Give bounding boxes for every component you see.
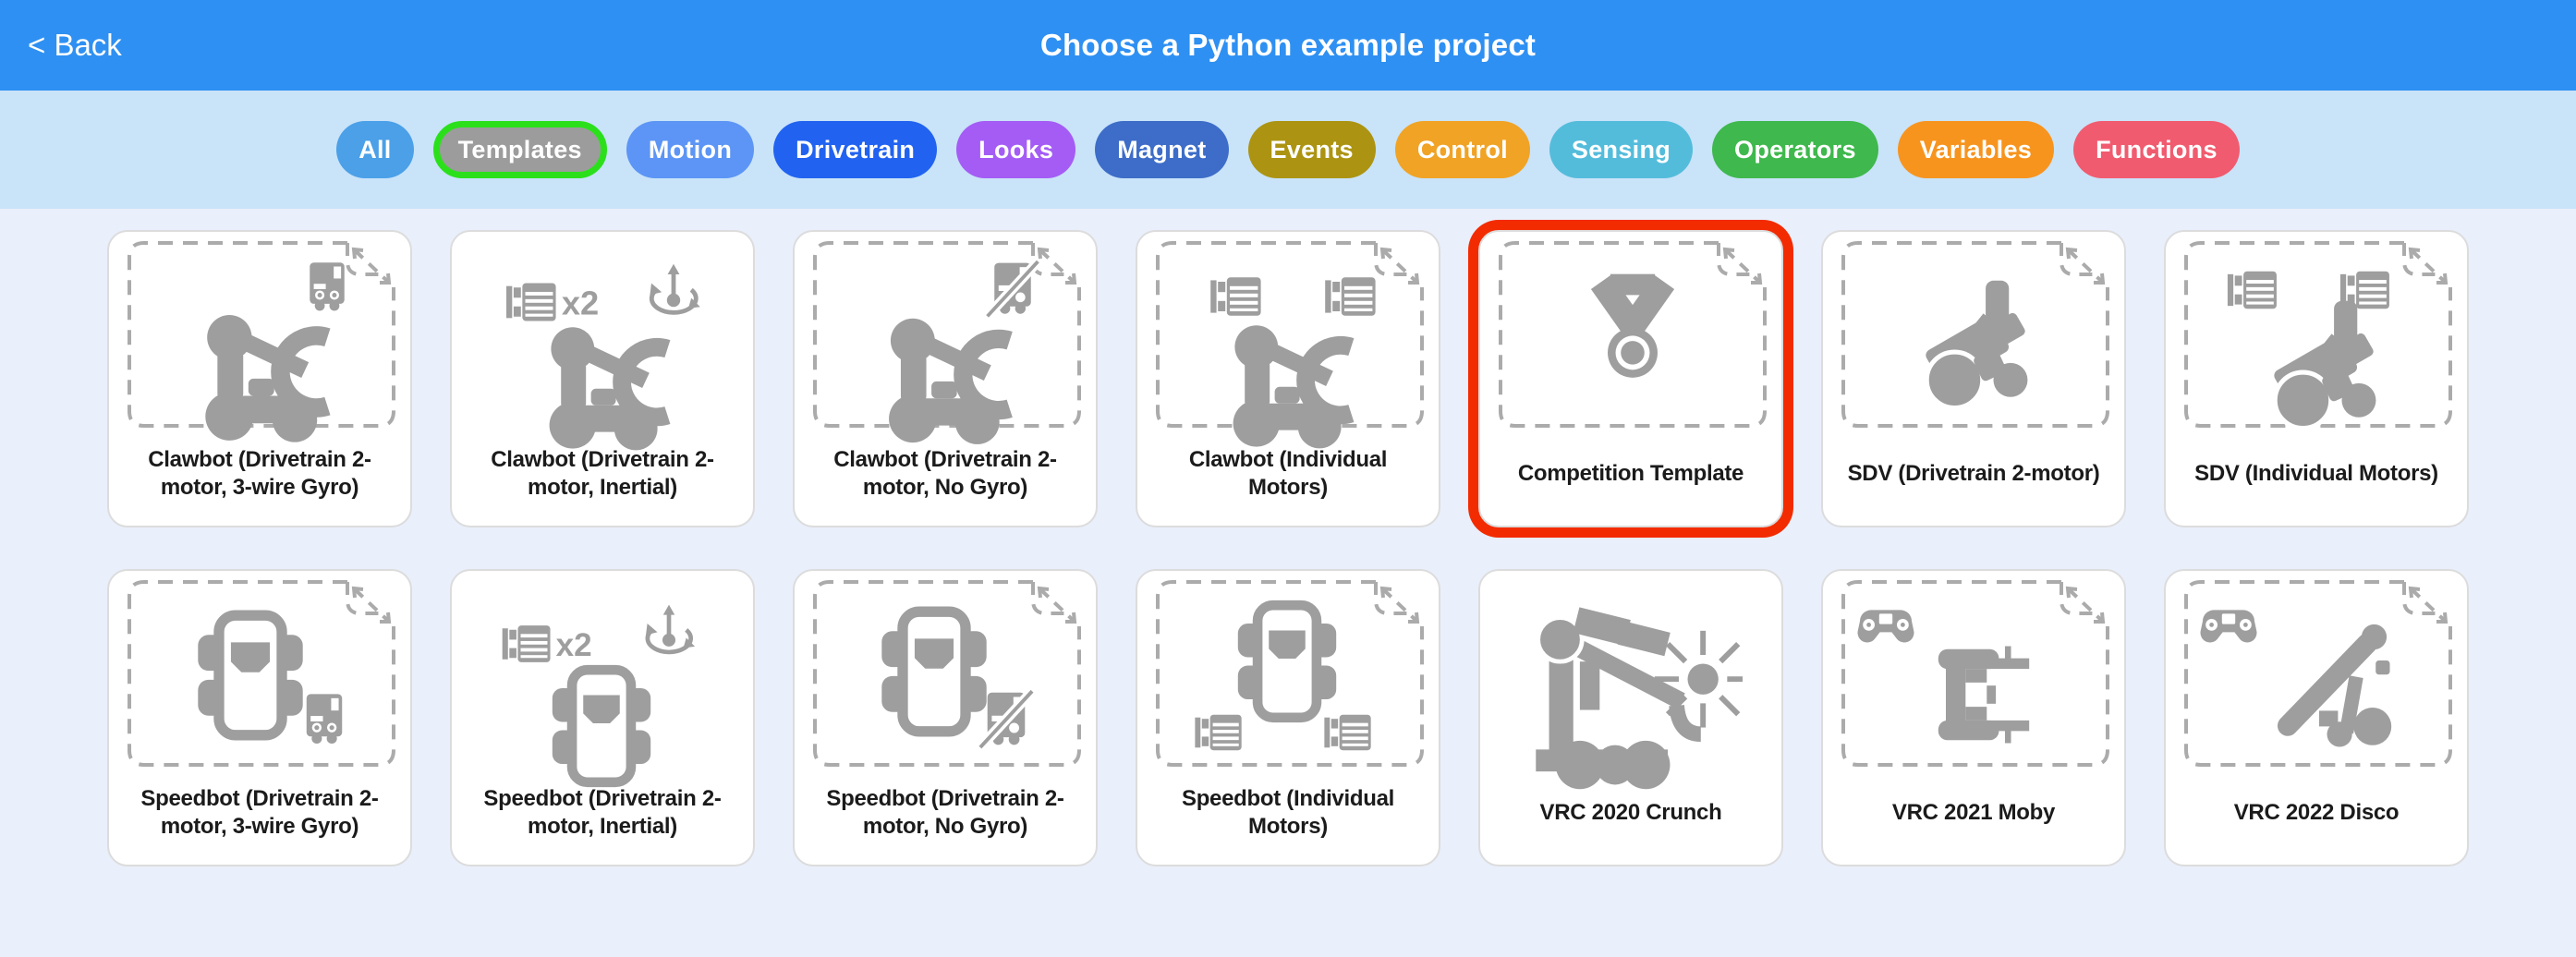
gyro-3wire-icon [290,687,358,756]
template-file-outline [2184,580,2452,771]
project-card-label: VRC 2021 Moby [1891,799,2056,825]
filter-pill-sensing[interactable]: Sensing [1549,121,1694,178]
gamepad-icon [1849,589,1923,663]
project-card-vrc-2022-disco[interactable]: VRC 2022 Disco [2164,569,2469,866]
project-card-sdv-individual-motors[interactable]: SDV (Individual Motors) [2164,230,2469,527]
motor-icon [2330,254,2402,326]
project-card-label: Clawbot (Drivetrain 2-motor, Inertial) [491,446,714,500]
speedbot-icon [176,600,325,750]
vrc-disco-robot-icon [2256,613,2413,770]
project-card-label: VRC 2020 Crunch [1539,799,1722,825]
filter-bar: All Templates Motion Drivetrain Looks Magnet E… [0,91,2576,209]
clawbot-icon [529,304,696,470]
project-card-label: Clawbot (Drivetrain 2-motor, No Gyro) [833,446,1057,500]
no-gyro-icon [970,685,1042,757]
project-card-label: Clawbot (Drivetrain 2-motor, 3-wire Gyro… [148,446,371,500]
project-card-label: Speedbot (Drivetrain 2-motor, Inertial) [483,785,722,839]
filter-pill-templates[interactable]: Templates [432,121,607,178]
project-card-speedbot-individual-motors[interactable]: Speedbot (Individual Motors) [1136,569,1440,866]
motor-icon [1315,698,1383,767]
sdv-robot-icon [2247,285,2402,441]
project-card-label: SDV (Individual Motors) [2194,460,2438,486]
page-title: Choose a Python example project [1039,28,1537,62]
inertial-sensor-icon [633,600,705,672]
project-card-label: Clawbot (Individual Motors) [1188,446,1388,500]
project-card-label: Speedbot (Drivetrain 2-motor, 3-wire Gyr… [140,785,379,839]
vrc-crunch-robot-icon [1523,591,1743,811]
filter-pill-drivetrain[interactable]: Drivetrain [773,121,938,178]
no-gyro-icon [978,256,1048,326]
template-file-outline [1499,241,1767,432]
template-file-outline [1156,241,1424,432]
project-card-label: VRC 2022 Disco [2233,799,2400,825]
filter-pill-magnet[interactable]: Magnet [1095,121,1229,178]
project-card-clawbot-individual-motors[interactable]: Clawbot (Individual Motors) [1136,230,1440,527]
motor-icon [1315,260,1389,333]
back-button[interactable]: < Back [28,28,122,62]
medal-icon [1567,269,1698,400]
filter-pill-variables[interactable]: Variables [1897,121,2055,178]
project-card-vrc-2021-moby[interactable]: VRC 2021 Moby [1821,569,2126,866]
project-card-label: SDV (Drivetrain 2-motor) [1847,460,2100,486]
svg-text:x2: x2 [562,284,599,321]
motor-icon [1200,260,1274,333]
project-card-sdv-drivetrain-2-motor[interactable]: SDV (Drivetrain 2-motor) [1821,230,2126,527]
project-card-label: Speedbot (Individual Motors) [1181,785,1394,839]
filter-pill-control[interactable]: Control [1394,121,1530,178]
motor-icon [1185,698,1254,767]
svg-text:x2: x2 [556,627,592,663]
project-card-speedbot-drivetrain-2-motor-3-wire-gyro[interactable]: Speedbot (Drivetrain 2-motor, 3-wire Gyr… [107,569,412,866]
clawbot-icon [185,291,357,463]
filter-pill-functions[interactable]: Functions [2073,121,2240,178]
vrc-moby-robot-icon [1908,619,2060,770]
speedbot-icon [1217,591,1357,732]
template-file-outline [2184,241,2452,432]
gamepad-icon [2192,589,2266,663]
inertial-sensor-icon [637,260,711,333]
filter-pill-all[interactable]: All [336,121,414,178]
template-file-outline [813,241,1081,432]
project-grid: Clawbot (Drivetrain 2-motor, 3-wire Gyro… [0,209,2576,866]
filter-pill-events[interactable]: Events [1247,121,1376,178]
template-file-outline [1841,241,2109,432]
speedbot-icon [859,597,1009,746]
template-file-outline [1156,580,1424,771]
filter-pill-motion[interactable]: Motion [626,121,755,178]
template-file-outline [128,580,395,771]
project-card-clawbot-drivetrain-2-motor-no-gyro[interactable]: Clawbot (Drivetrain 2-motor, No Gyro) [793,230,1098,527]
template-file-outline [128,241,395,432]
project-card-label: Speedbot (Drivetrain 2-motor, No Gyro) [826,785,1064,839]
project-card-speedbot-drivetrain-2-motor-no-gyro[interactable]: Speedbot (Drivetrain 2-motor, No Gyro) [793,569,1098,866]
filter-pill-operators[interactable]: Operators [1712,121,1878,178]
project-card-clawbot-drivetrain-2-motor-3-wire-gyro[interactable]: Clawbot (Drivetrain 2-motor, 3-wire Gyro… [107,230,412,527]
project-card-vrc-2020-crunch[interactable]: VRC 2020 Crunch [1478,569,1783,866]
project-card-competition-template[interactable]: Competition Template [1478,230,1783,527]
header: < Back Choose a Python example project [0,0,2576,91]
template-file-outline [813,580,1081,771]
template-file-outline [1841,580,2109,771]
motor-icon [2218,254,2290,326]
clawbot-icon [869,295,1039,465]
clawbot-icon [1213,302,1379,468]
sdv-robot-icon [1899,265,2054,420]
project-card-label: Competition Template [1517,460,1744,486]
gyro-3wire-icon [294,256,360,322]
motor-x2-icon: x2 [492,608,605,680]
speedbot-icon [531,656,672,796]
filter-pill-looks[interactable]: Looks [956,121,1076,178]
motor-x2-icon: x2 [496,265,613,339]
